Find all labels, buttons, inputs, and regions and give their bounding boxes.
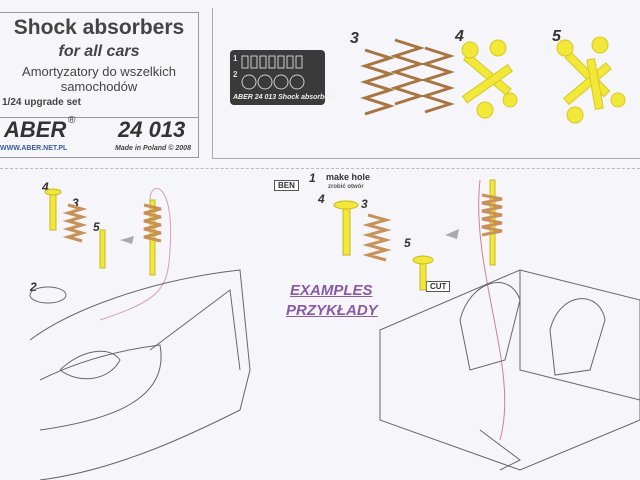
product-code: 24 013 bbox=[118, 117, 186, 142]
right-step-4: 4 bbox=[318, 192, 325, 206]
yellow-parts-drawing bbox=[461, 36, 626, 124]
right-car-interior bbox=[379, 269, 640, 471]
make-hole-pl-label: zrobić otwór bbox=[328, 184, 364, 190]
product-subtitle: for all cars bbox=[58, 43, 140, 60]
brand-logo: ABER bbox=[4, 117, 67, 142]
polish-title-2: samochodów bbox=[60, 79, 138, 94]
parts-box bbox=[212, 8, 640, 159]
left-step-4: 4 bbox=[42, 180, 49, 194]
left-step-2: 2 bbox=[30, 280, 37, 294]
parts-illustration bbox=[360, 36, 626, 124]
photo-etched-fret: 1 2 ABER 24 013 Shock absorbers bbox=[230, 50, 335, 105]
examples-heading-pl: PRZYKŁADY bbox=[286, 302, 378, 319]
springs-drawing bbox=[360, 38, 455, 116]
make-hole-label: make hole bbox=[326, 172, 371, 182]
website-link[interactable]: WWW.ABER.NET.PL bbox=[0, 145, 68, 152]
right-step-1: 1 bbox=[309, 171, 316, 185]
section-divider bbox=[0, 168, 640, 169]
left-step-3: 3 bbox=[72, 196, 79, 210]
right-shock-parts bbox=[333, 179, 506, 441]
scale-label: 1/24 upgrade set bbox=[2, 97, 81, 108]
part-number-4: 4 bbox=[455, 28, 464, 45]
right-step-3: 3 bbox=[361, 197, 368, 211]
made-in: Made in Poland © 2008 bbox=[115, 145, 191, 152]
brand-box bbox=[0, 117, 199, 158]
title-box bbox=[0, 12, 199, 118]
fret-number-1: 1 bbox=[233, 54, 238, 63]
left-car-body bbox=[29, 269, 251, 480]
fret-parts-drawing bbox=[241, 55, 305, 90]
cut-label: CUT bbox=[426, 281, 451, 292]
product-title: Shock absorbers bbox=[13, 16, 185, 39]
fret-number-2: 2 bbox=[233, 70, 238, 79]
left-shock-parts bbox=[44, 188, 172, 321]
left-step-5: 5 bbox=[93, 220, 100, 234]
bend-label: BEN bbox=[274, 180, 299, 191]
fret-label: ABER 24 013 Shock absorbers bbox=[233, 94, 335, 101]
examples-heading: EXAMPLES bbox=[290, 282, 373, 299]
part-number-3: 3 bbox=[350, 30, 359, 47]
right-step-5: 5 bbox=[404, 236, 411, 250]
part-number-5: 5 bbox=[552, 28, 561, 45]
registered-mark: ® bbox=[68, 115, 76, 126]
installation-drawings bbox=[29, 179, 640, 480]
polish-title-1: Amortyzatory do wszelkich bbox=[22, 64, 176, 79]
